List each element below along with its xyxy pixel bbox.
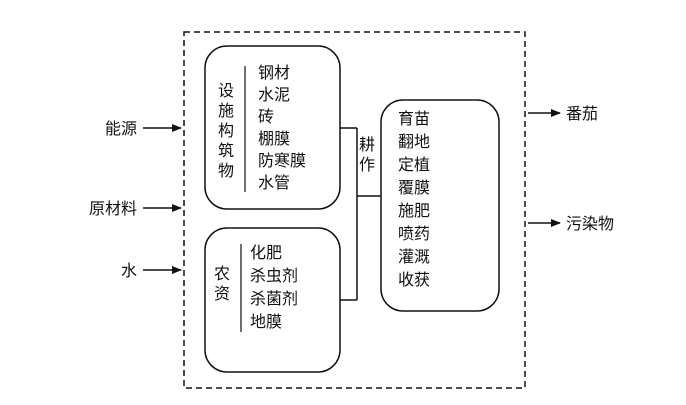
- facilities-label: 设 施 构 筑 物: [218, 81, 234, 180]
- operations-item: 灌溉: [398, 247, 430, 266]
- input-label-raw-materials: 原材料: [89, 199, 137, 218]
- cultivation-label: 耕 作: [359, 135, 375, 174]
- input-arrows: [143, 124, 182, 274]
- operations-items: 育苗 翻地 定植 覆膜 施肥 喷药 灌溉 收获: [398, 109, 430, 289]
- agri-inputs-label-char: 资: [214, 284, 230, 303]
- agri-inputs-item: 杀虫剂: [250, 266, 298, 285]
- agri-inputs-label: 农 资: [214, 264, 230, 303]
- facilities-item: 水泥: [258, 85, 290, 104]
- agri-inputs-item: 杀菌剂: [250, 289, 298, 308]
- output-label-pollutants: 污染物: [566, 214, 614, 233]
- facilities-item: 棚膜: [258, 129, 290, 148]
- facilities-items: 钢材 水泥 砖 棚膜 防寒膜 水管: [258, 63, 306, 192]
- facilities-item: 砖: [258, 107, 274, 126]
- system-boundary: [183, 31, 526, 389]
- agri-inputs-item: 化肥: [250, 243, 282, 262]
- agri-inputs-item: 地膜: [250, 312, 282, 331]
- facilities-item: 防寒膜: [258, 151, 306, 170]
- facilities-label-char: 设: [218, 81, 234, 100]
- operations-item: 育苗: [398, 109, 430, 128]
- facilities-label-char: 物: [218, 161, 234, 180]
- agri-inputs-label-char: 农: [214, 264, 230, 283]
- facilities-item: 钢材: [258, 63, 290, 82]
- facilities-label-char: 施: [218, 101, 234, 120]
- cultivation-connector: [340, 127, 381, 301]
- operations-item: 覆膜: [398, 178, 430, 197]
- agri-inputs-items: 化肥 杀虫剂 杀菌剂 地膜: [250, 243, 298, 331]
- operations-item: 翻地: [398, 132, 430, 151]
- input-label-water: 水: [121, 261, 137, 280]
- operations-item: 定植: [398, 155, 430, 174]
- output-label-tomato: 番茄: [566, 104, 598, 123]
- facilities-label-char: 构: [218, 121, 234, 140]
- output-arrows: [528, 109, 561, 227]
- facilities-item: 水管: [258, 173, 290, 192]
- input-label-energy: 能源: [105, 119, 137, 138]
- facilities-label-char: 筑: [218, 141, 234, 160]
- operations-item: 施肥: [398, 201, 430, 220]
- cultivation-label-char: 作: [359, 155, 375, 174]
- operations-item: 收获: [398, 270, 430, 289]
- cultivation-label-char: 耕: [359, 135, 375, 154]
- operations-item: 喷药: [398, 224, 430, 243]
- operations-box: [380, 99, 500, 312]
